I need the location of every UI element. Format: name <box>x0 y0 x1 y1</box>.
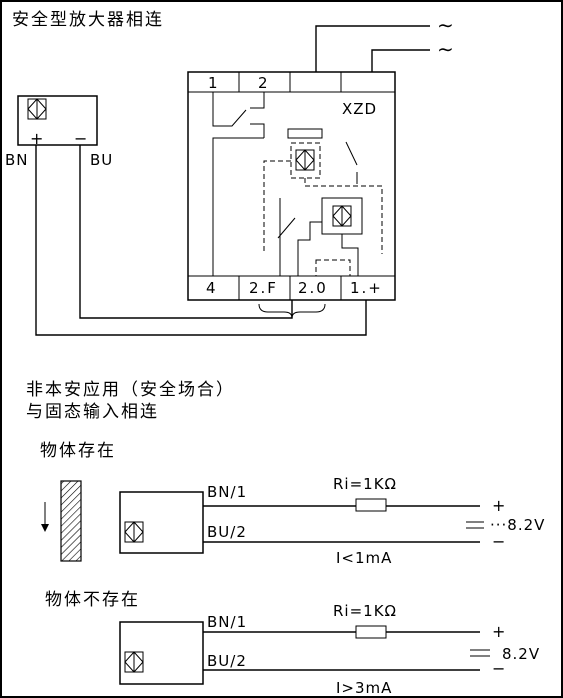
bottom-terminal-4: 4 <box>206 279 218 297</box>
target-hatched <box>60 480 82 562</box>
present-minus: − <box>492 532 505 551</box>
object-present-diagram: 物体存在 BN/1 BU/2 Ri=1KΩ I<1mA + − ···8.2V <box>40 441 545 567</box>
approach-arrow-icon <box>41 524 49 532</box>
absent-wire2: BU/2 <box>207 652 247 670</box>
resistor-present <box>355 498 387 512</box>
wire-bn <box>35 145 367 336</box>
absent-voltage: 8.2V <box>502 645 540 663</box>
top-title: 安全型放大器相连 <box>12 10 164 30</box>
sensor-top-plus: + <box>30 129 43 148</box>
absent-resistor: Ri=1KΩ <box>333 602 397 620</box>
absent-minus: − <box>492 659 505 678</box>
absent-current: I>3mA <box>336 679 392 697</box>
present-voltage: ···8.2V <box>490 516 545 534</box>
sensor-top-minus: − <box>74 129 87 148</box>
absent-plus: + <box>492 622 505 641</box>
bottom-terminal-2f: 2.F <box>249 279 278 297</box>
bottom-terminal-20: 2.0 <box>298 279 328 297</box>
wire-bu <box>79 145 293 319</box>
present-resistor: Ri=1KΩ <box>333 475 397 493</box>
amplifier-body <box>187 71 396 301</box>
top-terminal-1: 1 <box>208 74 220 92</box>
sensor-top-body <box>17 95 98 146</box>
amplifier: 1 2 4 2.F 2.0 1.+ XZD <box>187 71 396 301</box>
terminal-brace <box>258 303 326 319</box>
present-wire1: BN/1 <box>207 483 247 501</box>
absent-title: 物体不存在 <box>45 590 140 610</box>
present-current: I<1mA <box>336 549 392 567</box>
absent-wire1: BN/1 <box>207 613 247 631</box>
sensor-top-wire-bn: BN <box>5 151 29 169</box>
object-absent-diagram: 物体不存在 BN/1 BU/2 Ri=1KΩ I>3mA + − 8.2V <box>45 590 540 697</box>
section-title-line2: 与固态输入相连 <box>26 402 159 422</box>
ac-symbol-1: ∼ <box>437 13 454 37</box>
ac-supply: ∼ ∼ <box>315 13 454 72</box>
section-title-line1: 非本安应用（安全场合） <box>26 380 235 400</box>
present-wire2: BU/2 <box>207 523 247 541</box>
sensor-top: + − BN BU <box>5 95 113 169</box>
present-plus: + <box>492 496 505 515</box>
ac-symbol-2: ∼ <box>437 37 454 61</box>
top-terminal-2: 2 <box>258 74 270 92</box>
resistor-absent <box>355 625 387 639</box>
relay-label: XZD <box>342 100 377 118</box>
bottom-terminal-1plus: 1.+ <box>350 279 383 297</box>
present-title: 物体存在 <box>40 441 116 461</box>
sensor-top-wire-bu: BU <box>90 151 113 169</box>
